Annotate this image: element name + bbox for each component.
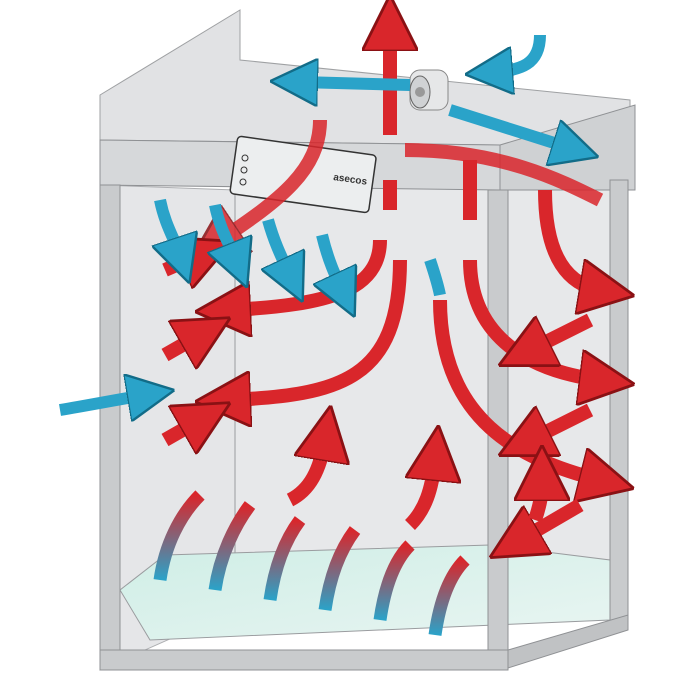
hood-inflow-4 bbox=[322, 233, 342, 290]
bottom-rail bbox=[99, 649, 509, 671]
hood-inflow-3 bbox=[268, 218, 290, 275]
duct-flow-left bbox=[220, 119, 327, 240]
duct-arrow-left bbox=[300, 82, 411, 85]
front-post-left bbox=[99, 184, 121, 671]
front-arrow-1 bbox=[161, 335, 200, 355]
floor-airflow bbox=[153, 490, 470, 636]
hood-inflow-2 bbox=[215, 203, 236, 260]
floor-arrow-4 bbox=[318, 526, 361, 611]
floor-arrow-1 bbox=[153, 490, 205, 582]
hood-inflow-1 bbox=[160, 198, 180, 255]
duct-arrow-right bbox=[448, 104, 570, 148]
brand-logo: asecos bbox=[333, 172, 369, 188]
hood-top bbox=[99, 9, 631, 146]
floor-arrow-3 bbox=[263, 516, 306, 601]
front-arrow-2 bbox=[161, 420, 200, 440]
side-inlet-arrow bbox=[59, 395, 145, 410]
floor-arrow-6 bbox=[428, 555, 470, 636]
back-flow-2 bbox=[230, 259, 407, 400]
rising-arrow-3 bbox=[535, 480, 542, 523]
rising-arrow-1 bbox=[286, 440, 325, 507]
bottom-rail-side bbox=[507, 614, 629, 669]
rising-arrow-2 bbox=[404, 460, 435, 530]
return-arrow-3 bbox=[520, 498, 584, 540]
hood-inflow-5 bbox=[424, 258, 446, 297]
return-arrow-2 bbox=[530, 403, 594, 440]
return-arrow-1 bbox=[530, 313, 594, 350]
duct-flow-right bbox=[404, 143, 604, 207]
floor-arrow-2 bbox=[208, 501, 256, 592]
supply-airflow bbox=[59, 34, 570, 410]
floor-tray bbox=[119, 544, 611, 641]
fan-intake-arrow bbox=[495, 34, 546, 72]
floor-arrow-5 bbox=[373, 540, 415, 621]
fan bbox=[409, 69, 449, 111]
exhaust-airflow bbox=[161, 30, 604, 540]
back-post-right bbox=[609, 179, 629, 626]
right-flow-1 bbox=[538, 189, 600, 290]
